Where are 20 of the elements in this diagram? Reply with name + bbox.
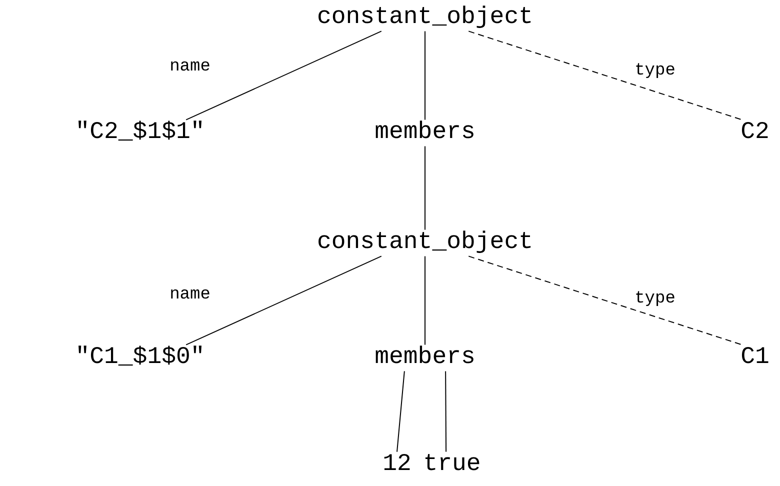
edge-label: type [634,290,676,310]
node-label: "C2_$1$1" [74,120,206,146]
node-label: members [374,344,476,372]
tree-line [424,146,426,230]
node-label: true [422,452,482,478]
tree-line [424,256,426,346]
node-label: members [374,120,476,146]
node-label: constant_object [316,230,534,256]
dashed-line [468,256,743,346]
node-label: constant_object [316,4,534,32]
node-label: 12 [382,452,412,478]
node-label: C1 [740,344,770,372]
tree-line [445,370,447,452]
node-label: "C1_$1$0" [74,344,206,372]
tree-line [424,30,426,120]
tree-line [186,30,382,120]
tree-line [186,256,382,346]
tree-line [396,370,405,452]
dashed-line [468,30,743,120]
node-label: C2 [740,120,770,146]
